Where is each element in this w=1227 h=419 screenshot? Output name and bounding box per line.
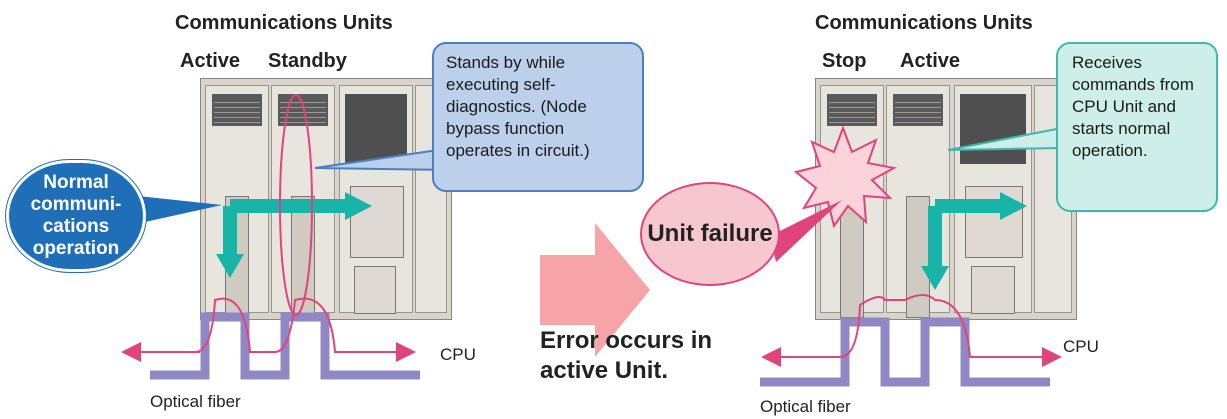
right-active-callout: Receives commands from CPU Unit and star… [1056, 42, 1218, 212]
right-unit2-label: Active [900, 50, 961, 72]
right-plc-rack [815, 78, 1077, 320]
left-signal-arrow [130, 297, 416, 362]
left-cpu-unit [339, 85, 413, 314]
normal-operation-badge: Normal communi-cations operation [6, 160, 146, 272]
left-unit2-label: Standby [268, 50, 347, 72]
left-cpu-label: CPU [440, 345, 476, 364]
right-unit1-label: Stop [822, 50, 867, 72]
right-fiber-label: Optical fiber [760, 397, 851, 416]
left-fiber-label: Optical fiber [150, 392, 241, 411]
left-unit1-label: Active [180, 50, 241, 72]
right-signal-arrow [770, 294, 1062, 367]
transition-arrow [540, 223, 650, 357]
right-cpu-label: CPU [1063, 337, 1099, 356]
error-caption: Error occurs in active Unit. [540, 327, 713, 384]
right-title: Communications Units [815, 12, 1033, 34]
left-standby-callout: Stands by while executing self-diagnosti… [432, 42, 644, 192]
right-optical-fiber [760, 317, 1050, 387]
left-title: Communications Units [175, 12, 393, 34]
bypass-ellipse [279, 94, 313, 316]
unit-failure-badge: Unit failure [640, 182, 780, 286]
failure-starburst [793, 125, 897, 229]
